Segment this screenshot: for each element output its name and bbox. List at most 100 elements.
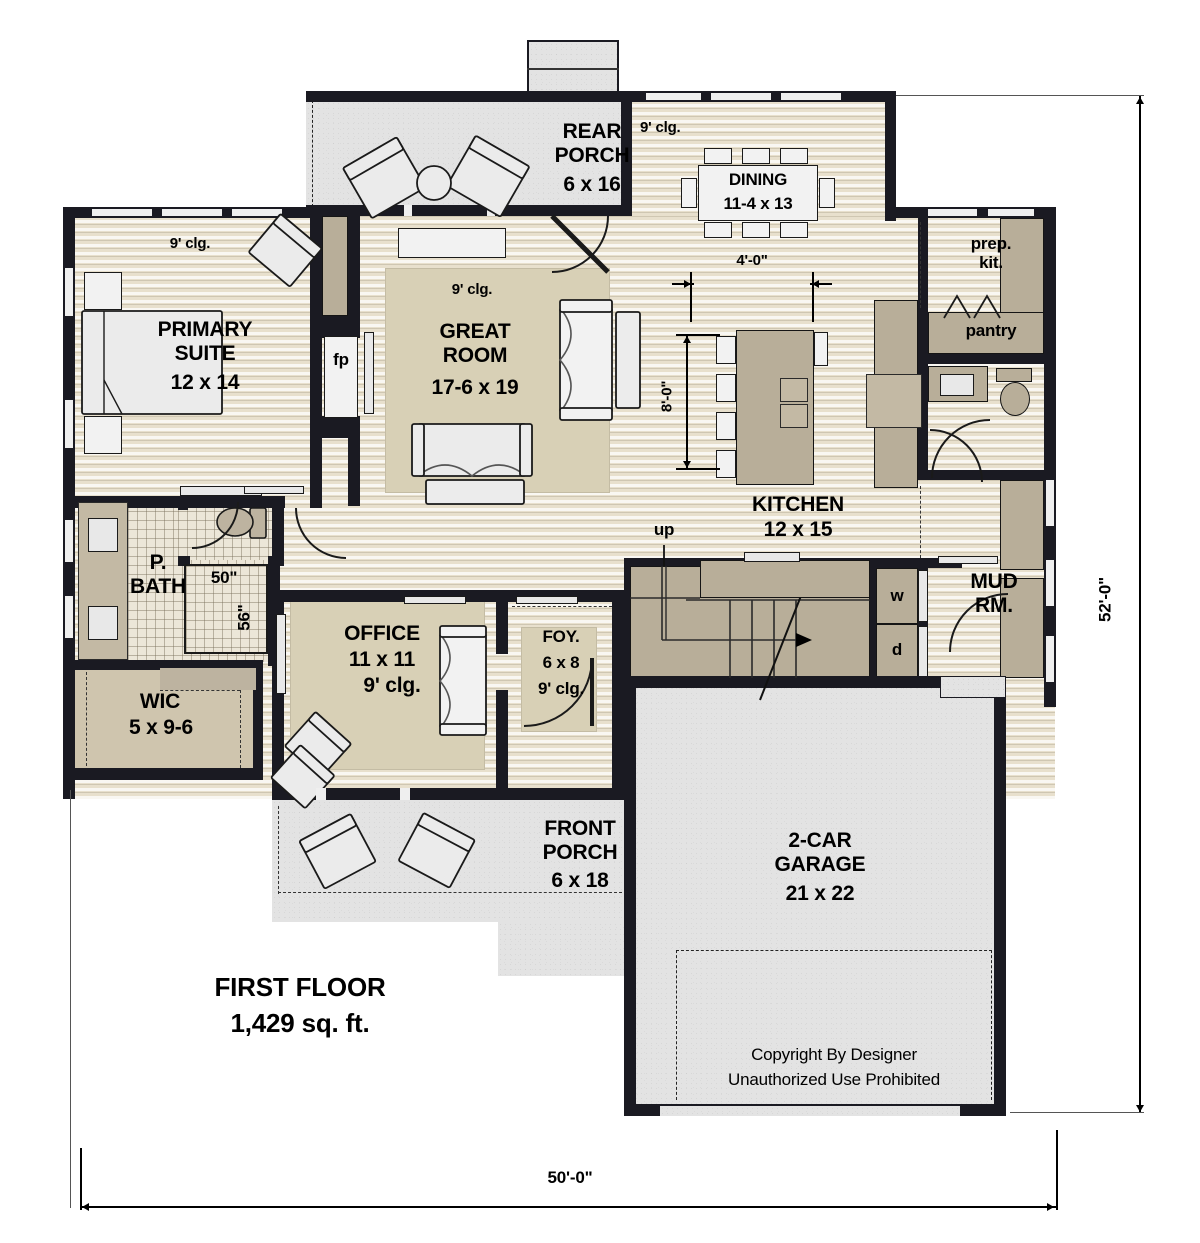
- copyright-line-1: Copyright By Designer: [751, 1045, 917, 1064]
- room-size-garage: 21 x 22: [785, 882, 855, 905]
- wic-shelf-left: [86, 672, 87, 766]
- window-greatroom-2: [487, 205, 495, 216]
- window-dining-2: [711, 91, 771, 102]
- room-label-pantry: pantry: [965, 321, 1017, 340]
- dim-4ft-label: 4'-0": [736, 252, 768, 269]
- island-stool-2: [716, 374, 736, 402]
- room-label-foyer: FOY.: [542, 627, 580, 646]
- dim-4ft-arrow-right: [812, 280, 819, 288]
- dining-chair-l: [681, 178, 697, 208]
- island-end-stool: [814, 332, 828, 366]
- wall-pantry-bottom: [920, 354, 1044, 364]
- window-bath-left-1: [63, 520, 75, 562]
- window-office-bottom-1: [316, 788, 326, 800]
- plan-area: 1,429 sq. ft.: [230, 1008, 370, 1038]
- garage-parking-outline: [676, 950, 992, 1100]
- room-label-garage: 2-CAR GARAGE: [774, 829, 866, 876]
- wall-garage-top: [624, 676, 944, 688]
- window-bath-left-2: [63, 596, 75, 638]
- room-label-kitchen: KITCHEN: [752, 493, 844, 516]
- window-prep-top: [922, 207, 977, 218]
- powder-vanity-sink: [940, 374, 974, 396]
- office-window-sill-2: [516, 596, 578, 604]
- dining-table: [698, 165, 818, 221]
- wall-fp-right2: [348, 434, 360, 506]
- room-size-foyer: 6 x 8: [542, 653, 580, 672]
- room-size-front-porch: 6 x 18: [551, 869, 609, 892]
- room-label-wic: WIC: [139, 690, 181, 713]
- island-stool-4: [716, 450, 736, 478]
- dim-8ft-tick-top: [676, 334, 720, 336]
- shower-depth-label: 56": [234, 604, 254, 631]
- laundry-counter-2: [918, 626, 928, 678]
- powder-toilet-bowl: [1000, 382, 1030, 416]
- chimney-divider: [527, 68, 619, 70]
- island-stool-1: [716, 336, 736, 364]
- plan-title: FIRST FLOOR: [214, 972, 386, 1002]
- dim-8ft-tick-bottom: [676, 468, 720, 470]
- dim-width-line: [80, 1206, 1058, 1208]
- wall-fp-left: [310, 216, 322, 506]
- window-primary-left-1: [63, 268, 75, 316]
- front-porch-dash-edge-left: [278, 806, 279, 894]
- dim-width-tick-left: [80, 1148, 82, 1210]
- kitchen-sink-front: [744, 552, 800, 562]
- wic-shelf-top: [160, 668, 256, 690]
- wall-right-exterior: [1044, 207, 1056, 707]
- window-greatroom-1: [404, 205, 412, 216]
- ceiling-label-dining: 9' clg.: [640, 119, 681, 136]
- dim-4ft-tick-right: [812, 272, 814, 322]
- media-console: [398, 228, 506, 258]
- wall-garage-right: [994, 676, 1006, 1116]
- window-right-1: [1044, 480, 1056, 526]
- wall-prep-left: [918, 207, 928, 221]
- dryer-unit: [876, 624, 918, 680]
- room-label-great-room: GREAT ROOM: [439, 320, 511, 367]
- dim-4ft-arrow-left: [684, 280, 691, 288]
- shower-width-label: 50": [210, 568, 238, 587]
- wall-greatroom-top: [306, 205, 626, 216]
- wall-fp-block-bottom: [322, 416, 360, 438]
- window-office-bottom-2: [400, 788, 410, 800]
- wall-fp-block-top: [322, 316, 360, 338]
- wall-prep-divider: [918, 216, 928, 366]
- wall-wic-right: [253, 660, 263, 770]
- dining-chair-b1: [704, 222, 732, 238]
- wall-toilet-alcove: [178, 556, 190, 566]
- dim-height-tick-top: [896, 95, 1144, 97]
- fireplace-chase: [322, 216, 348, 316]
- dim-height-arrow-top: [1136, 97, 1144, 104]
- room-size-kitchen: 12 x 15: [763, 518, 833, 541]
- bath-sink-2: [88, 606, 118, 640]
- fireplace-hearth: [324, 336, 358, 418]
- wall-office-right-2: [496, 690, 508, 800]
- wall-stairs-left: [624, 566, 634, 682]
- wic-shelf-right: [240, 690, 241, 768]
- window-primary-left-2: [63, 400, 75, 448]
- room-label-front-porch: FRONT PORCH: [542, 817, 618, 864]
- wall-foyer-bottom-left: [508, 788, 526, 800]
- window-primary-top-2: [162, 207, 222, 218]
- room-label-dining: DINING: [728, 170, 788, 189]
- washer-unit: [876, 568, 918, 624]
- wall-dining-right: [885, 91, 896, 221]
- powder-vanity: [928, 366, 988, 402]
- dryer-label: d: [891, 640, 903, 659]
- wall-bottom-wic: [63, 768, 263, 780]
- opening-kitchen-prep: [920, 222, 921, 308]
- ceiling-label-great-room: 9' clg.: [451, 281, 493, 298]
- wall-powder-left: [918, 364, 928, 474]
- room-size-dining: 11-4 x 13: [723, 194, 793, 213]
- garage-door-opening: [660, 1104, 960, 1116]
- room-label-primary-bath: P. BATH: [130, 551, 186, 598]
- wall-rear-porch-left: [306, 91, 317, 102]
- window-dining-3: [781, 91, 841, 102]
- mud-bench-right: [1000, 480, 1044, 570]
- room-label-primary-suite: PRIMARY SUITE: [157, 318, 253, 365]
- dining-chair-t2: [742, 148, 770, 164]
- island-stool-3: [716, 412, 736, 440]
- dim-overall-width-label: 50'-0": [547, 1168, 593, 1187]
- wall-rear-porch-top: [306, 91, 621, 102]
- wall-garage-left: [624, 676, 636, 1116]
- window-prep-top-2: [988, 207, 1034, 218]
